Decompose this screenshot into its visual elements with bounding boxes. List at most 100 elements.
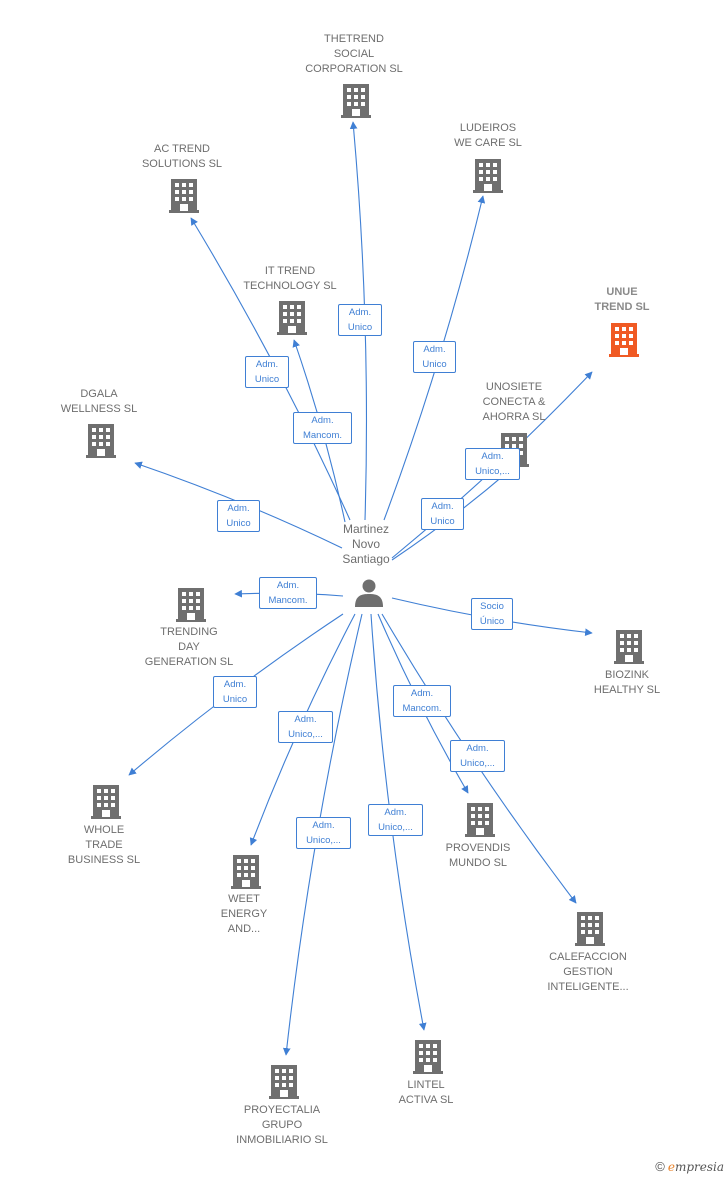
building-icon[interactable]: [413, 1040, 443, 1074]
relation-label-line: Mancom.: [302, 430, 343, 441]
company-name-line: MUNDO SL: [448, 857, 508, 869]
company-name-line: GESTION: [563, 966, 613, 978]
relation-label-calefaccion[interactable]: Adm. Unico,...: [450, 740, 505, 772]
relation-label-line: Mancom.: [268, 595, 308, 606]
company-name-line: CORPORATION SL: [305, 63, 403, 75]
company-name-line: WHOLE: [83, 824, 125, 836]
person-name[interactable]: Martinez Novo Santiago: [342, 522, 389, 567]
company-name-line: LUDEIROS: [459, 122, 517, 134]
company-name-line: DAY: [178, 641, 200, 653]
relation-label-line: Unico: [222, 694, 248, 705]
relation-label-thetrend[interactable]: Adm. Unico: [338, 304, 382, 336]
relation-label-line: Adm.: [227, 503, 250, 514]
building-icon[interactable]: [277, 301, 307, 335]
relation-label-line: Unico,...: [378, 822, 413, 833]
building-icon[interactable]: [465, 803, 495, 837]
company-name-line: BIOZINK: [604, 669, 650, 681]
building-icon[interactable]: [341, 84, 371, 118]
relation-label-line: Unico: [422, 359, 447, 370]
company-name-line: PROYECTALIA: [243, 1104, 321, 1116]
relation-label-weet[interactable]: Adm. Unico,...: [278, 711, 333, 743]
company-name-line: PROVENDIS: [445, 842, 511, 854]
company-name-weet[interactable]: WEET ENERGY AND...: [221, 892, 267, 937]
company-name-provendis[interactable]: PROVENDIS MUNDO SL: [446, 841, 511, 871]
company-name-line: WE CARE SL: [454, 137, 522, 149]
company-name-line: INTELIGENTE...: [547, 981, 629, 993]
building-icon[interactable]: [169, 179, 199, 213]
company-name-line: SOLUTIONS SL: [141, 158, 223, 170]
relation-label-unosiete[interactable]: Adm. Unico: [421, 498, 464, 530]
relation-label-line: Adm.: [223, 679, 247, 690]
company-name-whole[interactable]: WHOLE TRADE BUSINESS SL: [68, 823, 140, 868]
relation-label-line: Adm.: [466, 743, 489, 754]
building-icon[interactable]: [176, 588, 206, 622]
building-icon[interactable]: [91, 785, 121, 819]
relation-label-provendis[interactable]: Adm.Mancom.: [393, 685, 451, 717]
relation-label-lintel[interactable]: Adm. Unico,...: [368, 804, 423, 836]
building-icon[interactable]: [614, 630, 644, 664]
person-name-line: Martinez: [342, 522, 389, 536]
person-name-line: Santiago: [342, 552, 390, 566]
person-icon[interactable]: [355, 579, 383, 608]
company-name-line: SOCIAL: [333, 48, 375, 60]
building-icon[interactable]: [609, 323, 639, 357]
relation-label-line: Adm.: [384, 807, 407, 818]
company-name-line: AHORRA SL: [482, 411, 546, 423]
company-name-line: IT TREND: [264, 265, 316, 277]
relation-label-line: Mancom.: [402, 703, 442, 714]
relation-label-trending[interactable]: Adm.Mancom.: [259, 577, 317, 609]
relation-label-line: Unico,...: [475, 466, 510, 477]
relation-label-line: Socio: [480, 601, 504, 612]
relation-label-line: Unico: [430, 516, 455, 527]
relation-label-unue[interactable]: Adm. Unico,...: [465, 448, 520, 480]
company-name-line: DGALA: [80, 388, 118, 400]
company-name-line: THETREND: [324, 33, 384, 45]
company-name-line: TRENDING: [160, 626, 218, 638]
relation-label-ittrend[interactable]: Adm.Mancom.: [293, 412, 352, 444]
company-name-line: AND...: [227, 923, 261, 935]
relation-label-line: Adm.: [294, 714, 317, 725]
relation-label-dgala[interactable]: Adm. Unico: [217, 500, 260, 532]
company-name-line: TREND SL: [594, 301, 650, 313]
relation-label-line: Único: [479, 616, 505, 627]
company-name-line: BUSINESS SL: [67, 854, 141, 866]
company-name-actrend[interactable]: AC TREND SOLUTIONS SL: [142, 142, 222, 172]
relation-label-ludeiros[interactable]: Adm.Unico: [413, 341, 456, 373]
building-icon[interactable]: [231, 855, 261, 889]
company-name-ludeiros[interactable]: LUDEIROS WE CARE SL: [454, 121, 522, 151]
company-name-line: WEET: [228, 893, 260, 905]
relation-label-line: Adm.: [431, 501, 454, 512]
person-name-line: Novo: [351, 537, 380, 551]
relation-label-line: Unico,...: [460, 758, 495, 769]
company-name-line: GRUPO: [261, 1119, 303, 1131]
relation-label-line: Adm.: [481, 451, 504, 462]
relation-label-line: Adm.: [348, 307, 372, 318]
building-icon[interactable]: [473, 159, 503, 193]
relation-label-line: Unico: [347, 322, 373, 333]
company-name-line: TRADE: [85, 839, 123, 851]
brand-initial: e: [667, 1160, 675, 1174]
building-icon[interactable]: [575, 912, 605, 946]
relation-label-proyectalia[interactable]: Adm.Unico,...: [296, 817, 351, 849]
company-name-line: CONECTA &: [482, 396, 546, 408]
company-name-line: ENERGY: [220, 908, 268, 920]
company-name-line: AC TREND: [153, 143, 211, 155]
relation-label-line: Unico: [226, 518, 251, 529]
relation-label-line: Unico,...: [288, 729, 323, 740]
empresia-logo: ©empresia: [655, 1159, 724, 1174]
company-name-thetrend[interactable]: THETREND SOCIAL CORPORATION SL: [305, 32, 403, 77]
relation-label-actrend[interactable]: Adm.Unico: [245, 356, 289, 388]
relation-label-whole[interactable]: Adm. Unico: [213, 676, 257, 708]
building-icon[interactable]: [269, 1065, 299, 1099]
building-icon[interactable]: [86, 424, 116, 458]
